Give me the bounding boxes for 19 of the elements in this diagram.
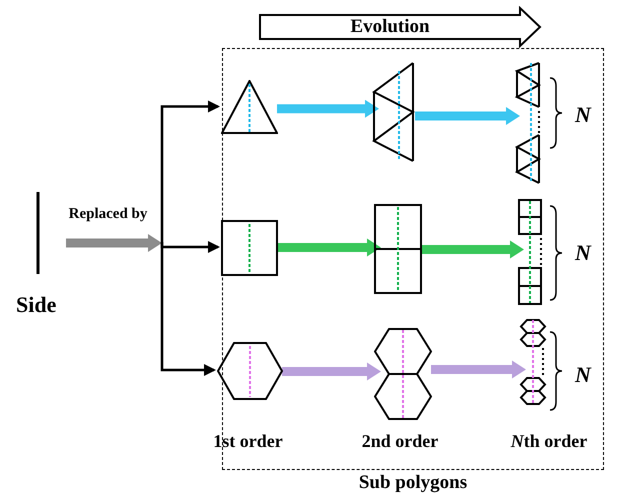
- block-arrow-connector: [66, 234, 162, 252]
- arrow: [160, 100, 220, 242]
- column-label: 2nd order: [360, 430, 440, 453]
- block-arrow-connector: [415, 107, 520, 125]
- column-label: 1st order: [212, 430, 284, 453]
- arrow: [160, 242, 216, 376]
- block-arrow-connector: [277, 238, 381, 256]
- side-label: Side: [16, 291, 56, 319]
- group-title: Sub polygons: [358, 471, 468, 495]
- count-label: N: [574, 101, 592, 129]
- arrow: [160, 241, 220, 253]
- count-label: N: [574, 361, 592, 389]
- block-arrow-connector: [282, 362, 381, 380]
- column-label: Nth order: [510, 430, 588, 453]
- arrow-title: Evolution: [350, 14, 430, 39]
- block-arrow-connector: [431, 360, 526, 378]
- block-arrow-connector: [421, 240, 524, 258]
- block-arrow-connector: [277, 100, 379, 118]
- count-label: N: [574, 239, 592, 267]
